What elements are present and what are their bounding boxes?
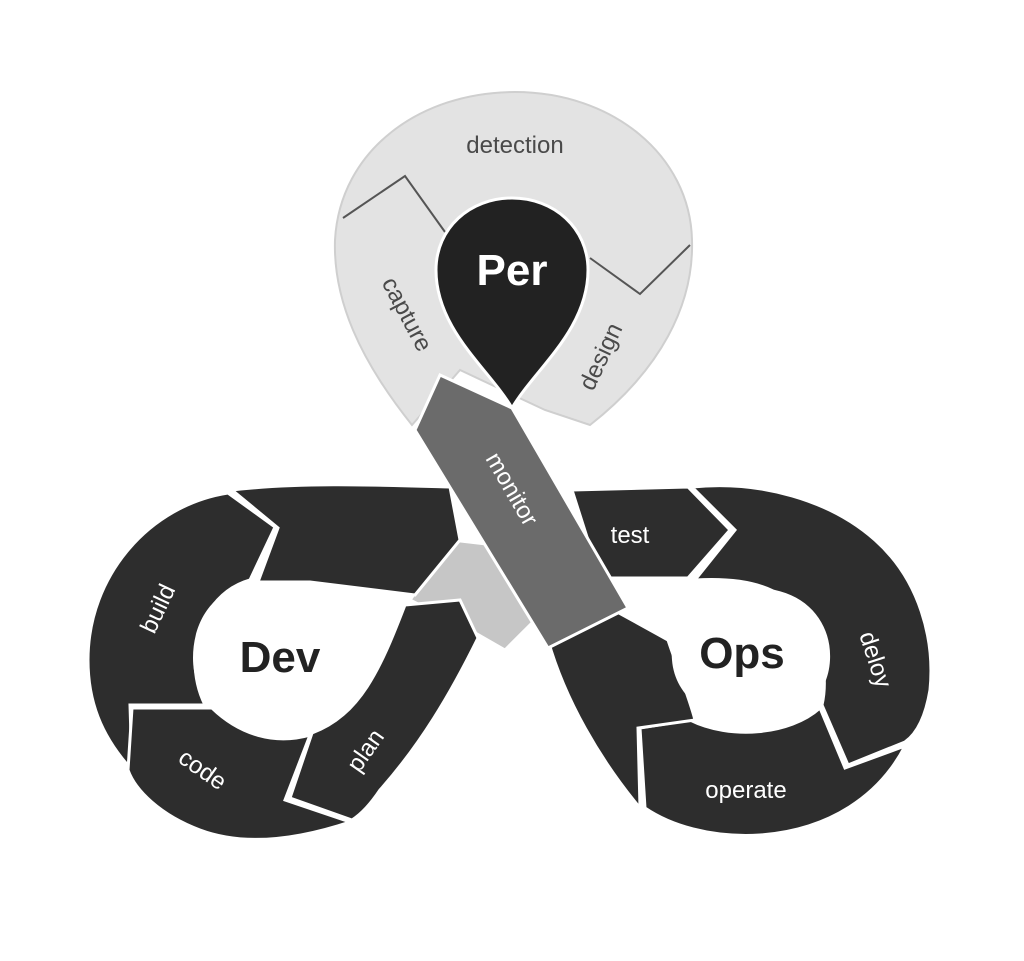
top-left-segment [228,483,462,597]
top-loop: Per detection capture design [333,90,694,427]
left-loop: Dev build code plan [86,483,480,841]
dev-hub-bg [193,585,346,729]
monitor-ribbon-shape [413,373,631,650]
right-loop: Ops test deloy operate [546,484,933,837]
plan-segment [288,598,480,822]
monitor-ribbon: monitor [413,373,631,650]
ops-hub-label: Ops [699,629,785,678]
code-segment [126,706,355,841]
detection-label: detection [466,132,563,159]
detection-divider-left [342,174,446,233]
dev-hub-label: Dev [240,633,321,682]
test-label: test [611,522,650,549]
detection-divider-right [589,244,691,296]
ops-hub-bg [671,588,831,722]
operate-segment [638,705,909,837]
operate-label: operate [705,777,786,804]
per-hub-label: Per [477,246,548,295]
per-hub-teardrop [434,196,590,411]
